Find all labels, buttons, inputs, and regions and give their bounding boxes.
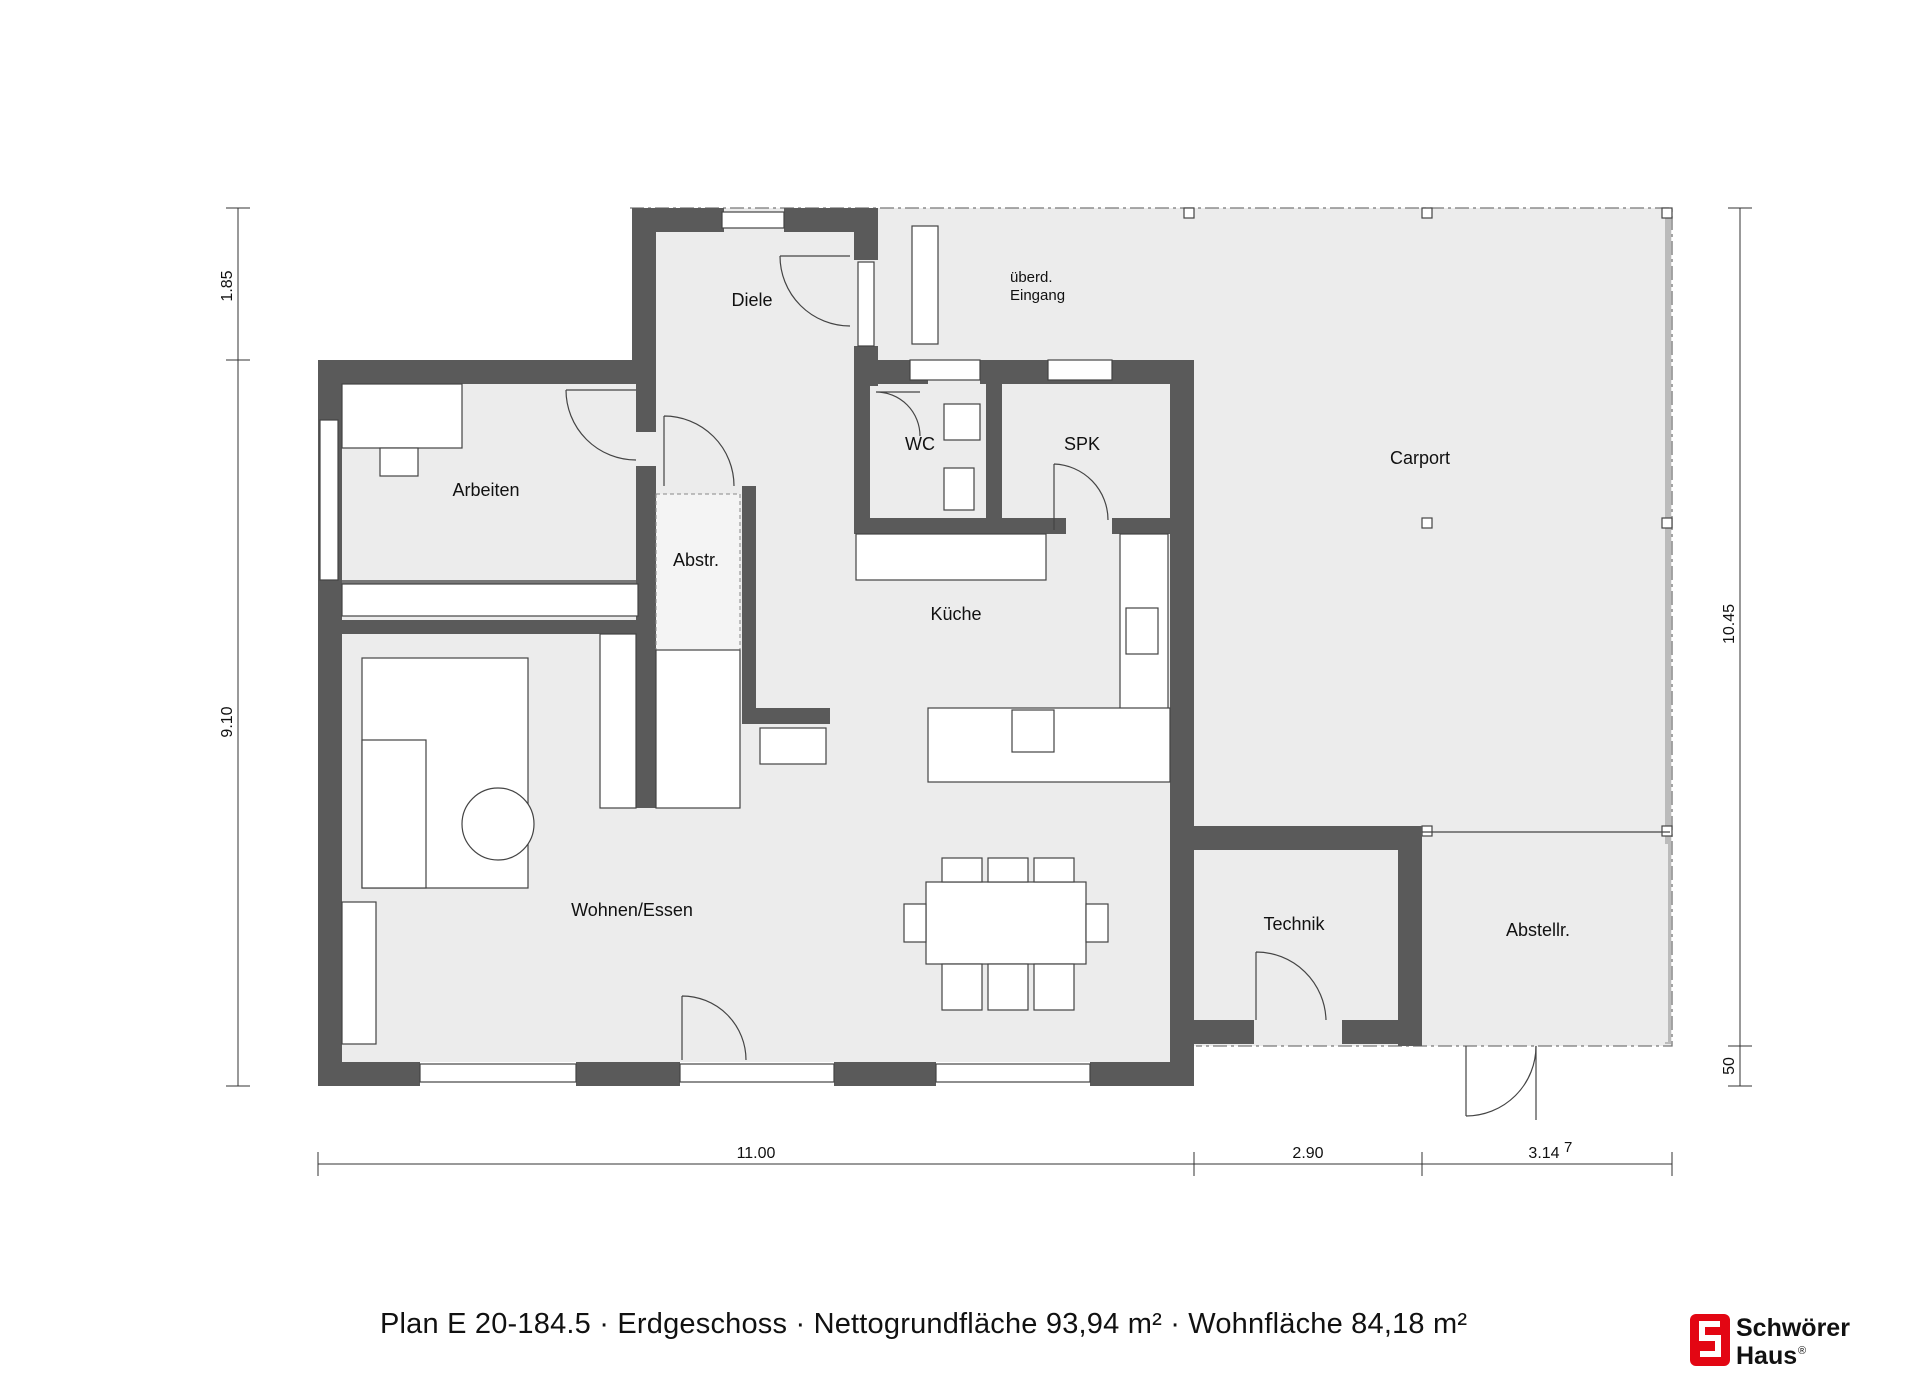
room-label-arbeiten: Arbeiten [452, 480, 519, 500]
plan-caption: Plan E 20-184.5 · Erdgeschoss · Nettogru… [380, 1308, 1468, 1340]
dim-right-bottom: 50 [1721, 1057, 1738, 1075]
dim-bottom-3: 3.14 [1528, 1145, 1559, 1162]
room-label-wc: WC [905, 434, 935, 454]
dim-bottom-2: 2.90 [1292, 1145, 1323, 1162]
dim-left-top: 1.85 [219, 270, 236, 301]
room-label-abstellr: Abstellr. [1506, 920, 1570, 940]
room-label-kueche: Küche [930, 604, 981, 624]
dim-bottom-3-sup: 7 [1564, 1139, 1572, 1156]
schwoerer-haus-logo: Schwörer Haus ® [1690, 1314, 1850, 1370]
room-label-spk: SPK [1064, 434, 1100, 454]
windows [319, 211, 1113, 1083]
logo-registered: ® [1798, 1345, 1806, 1357]
logo-line2: Haus [1736, 1342, 1797, 1370]
room-label-carport: Carport [1390, 448, 1450, 468]
room-label-ueberd-1: überd. [1010, 269, 1053, 286]
logo-mark-icon [1690, 1314, 1730, 1366]
dim-right-main: 10.45 [1721, 604, 1738, 644]
doors [565, 255, 1537, 1120]
room-label-technik: Technik [1263, 914, 1325, 934]
dim-left-main: 9.10 [219, 706, 236, 737]
room-label-diele: Diele [731, 290, 772, 310]
room-label-wohnen-essen: Wohnen/Essen [571, 900, 693, 920]
dimension-lines [226, 207, 1752, 1176]
dim-bottom-1: 11.00 [737, 1145, 776, 1162]
room-label-abstr: Abstr. [673, 550, 719, 570]
room-label-ueberd-2: Eingang [1010, 287, 1065, 304]
furniture [341, 225, 1171, 1045]
logo-line1: Schwörer [1736, 1314, 1850, 1342]
